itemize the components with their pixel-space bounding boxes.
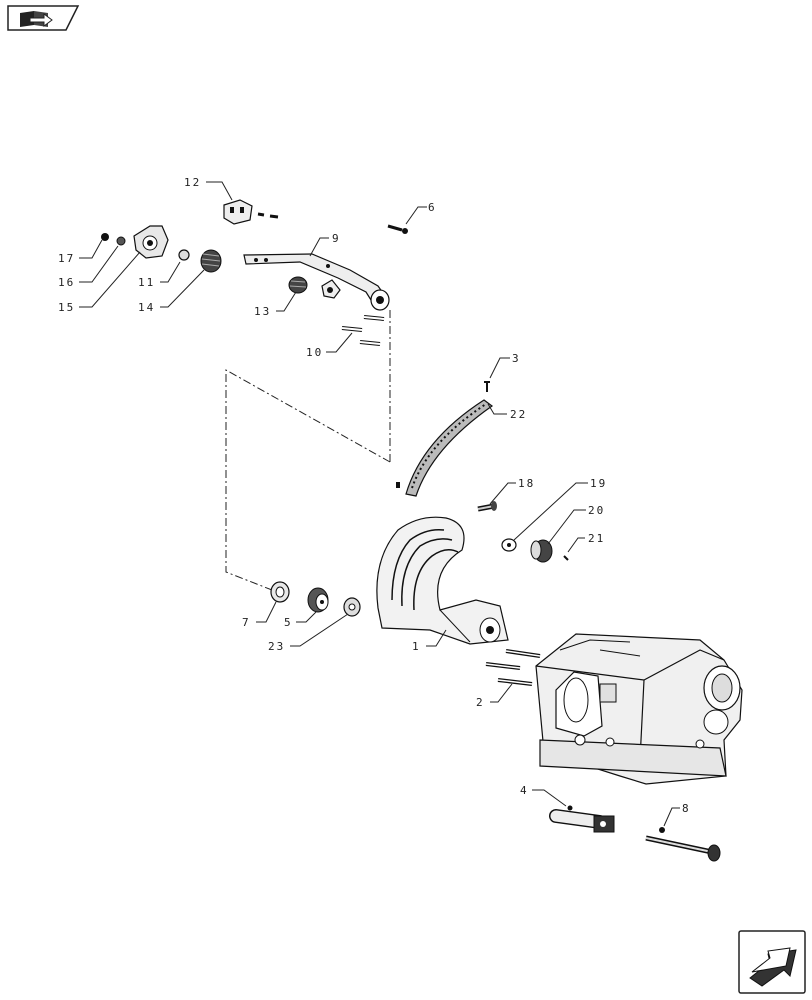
callout-9: 9 — [332, 232, 341, 245]
next-page-arrow-icon — [749, 947, 797, 987]
part-21-pin — [563, 555, 569, 561]
part-5-bearing — [307, 587, 329, 613]
part-13-spring — [288, 276, 308, 294]
part-7-bushing — [270, 581, 290, 603]
part-6-screw — [387, 224, 408, 234]
callout-5: 5 — [284, 616, 293, 629]
part-10-pins — [341, 315, 385, 346]
callout-12: 12 — [184, 176, 201, 189]
assembly-guide-lines — [225, 310, 391, 591]
part-1-housing — [376, 516, 509, 645]
callout-13: 13 — [254, 305, 271, 318]
callout-1: 1 — [412, 640, 421, 653]
gearbox-housing — [535, 633, 743, 785]
part-20-gear — [530, 539, 553, 563]
callout-leaders — [79, 181, 680, 827]
callout-16: 16 — [58, 276, 75, 289]
part-9-lever — [243, 253, 390, 311]
part-15-cover — [133, 225, 169, 259]
callout-20: 20 — [588, 504, 605, 517]
next-page-button[interactable] — [738, 930, 806, 994]
part-4-shaft — [549, 805, 615, 833]
callout-17: 17 — [58, 252, 75, 265]
callout-21: 21 — [588, 532, 605, 545]
part-11-nut — [178, 249, 190, 261]
callout-22: 22 — [510, 408, 527, 421]
part-17-nut — [101, 233, 109, 241]
part-22-quadrant — [396, 399, 494, 497]
callout-labels: 12 6 9 17 16 15 11 14 13 10 3 22 18 19 2… — [58, 176, 691, 815]
part-19-washer — [501, 538, 517, 552]
part-3-screw — [484, 381, 490, 392]
callout-11: 11 — [138, 276, 155, 289]
part-12-bracket — [223, 199, 279, 225]
callout-6: 6 — [428, 201, 437, 214]
part-16-washer — [116, 236, 126, 246]
callout-7: 7 — [242, 616, 251, 629]
callout-15: 15 — [58, 301, 75, 314]
back-nav-button[interactable] — [7, 5, 80, 31]
callout-3: 3 — [512, 352, 521, 365]
callout-23: 23 — [268, 640, 285, 653]
callout-8: 8 — [682, 802, 691, 815]
part-8-rod — [645, 827, 721, 862]
callout-4: 4 — [520, 784, 529, 797]
part-18-bolt — [477, 501, 497, 512]
callout-19: 19 — [590, 477, 607, 490]
callout-14: 14 — [138, 301, 155, 314]
callout-2: 2 — [476, 696, 485, 709]
callout-18: 18 — [518, 477, 535, 490]
book-arrow-icon — [20, 11, 53, 27]
part-2-studs — [485, 649, 541, 686]
callout-10: 10 — [306, 346, 323, 359]
part-14-spring — [200, 249, 222, 273]
part-23-washer — [343, 597, 361, 617]
